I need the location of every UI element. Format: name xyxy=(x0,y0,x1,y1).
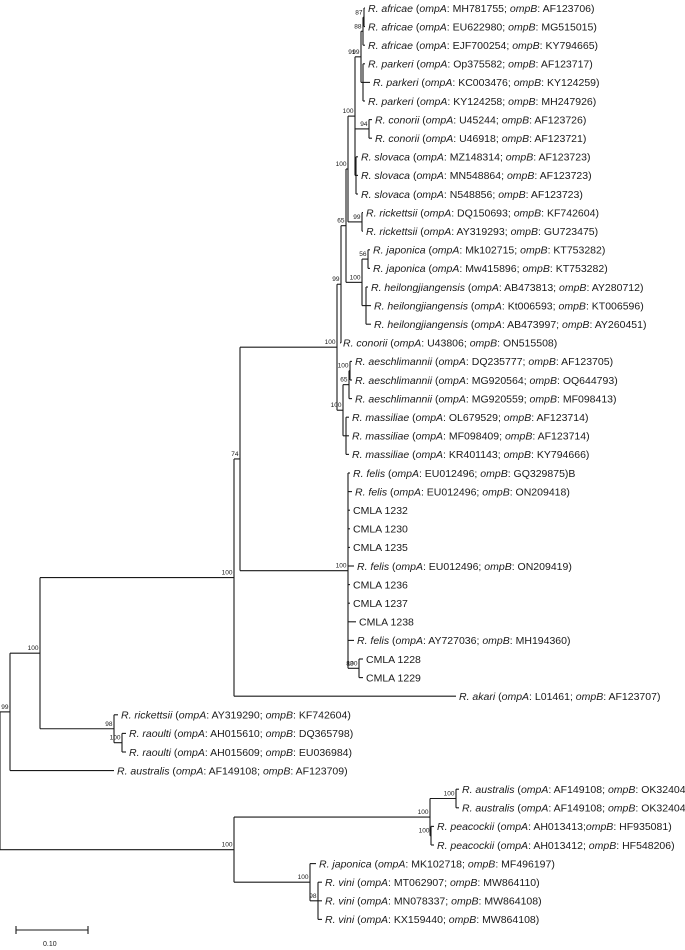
leaf-label: R. felis (ompA: AY727036; ompB: MH194360… xyxy=(357,635,570,647)
leaf-label: R. vini (ompA: MN078337; ompB: MW864108) xyxy=(325,896,542,908)
leaf-label: CMLA 1230 xyxy=(353,524,408,536)
bootstrap-value: 100 xyxy=(331,402,342,409)
leaf-label: R. slovaca (ompA: N548856; ompB: AF12372… xyxy=(361,189,583,201)
leaf-label: R. parkeri (ompA: KC003476; ompB: KY1242… xyxy=(373,77,600,89)
leaf-label: R. rickettsii (ompA: AY319290; ompB: KF7… xyxy=(121,710,351,722)
bootstrap-value: 83 xyxy=(346,660,354,667)
bootstrap-value: 100 xyxy=(350,274,361,281)
bootstrap-value: 100 xyxy=(336,161,347,168)
leaf-label: R. heilongjiangensis (ompA: AB473813; om… xyxy=(371,282,643,294)
leaf-label: R. felis (ompA: EU012496; ompB: ON209419… xyxy=(357,561,572,573)
bootstrap-value: 99 xyxy=(353,214,361,221)
leaf-label: R. rickettsii (ompA: DQ150693; ompB: KF7… xyxy=(366,207,599,219)
leaf-label: R. raoulti (ompA: AH015610; ompB: DQ3657… xyxy=(129,728,353,740)
bootstrap-value: 100 xyxy=(28,645,39,652)
bootstrap-value: 99 xyxy=(1,704,9,711)
leaf-label: R. slovaca (ompA: MZ148314; ompB: AF1237… xyxy=(361,152,590,164)
leaf-label: R. akari (ompA: L01461; ompB: AF123707) xyxy=(459,691,660,703)
bootstrap-value: 65 xyxy=(337,218,345,225)
leaf-label: R. conorii (ompA: U46918; ompB: AF123721… xyxy=(375,133,586,145)
bootstrap-value: 100 xyxy=(222,842,233,849)
leaf-label: R. australis (ompA: AF149108; ompB: OK32… xyxy=(462,803,685,815)
leaf-label: R. massiliae (ompA: OL679529; ompB: AF12… xyxy=(352,412,588,424)
leaf-label: R. peacockii (ompA: AH013412; ompB: HF54… xyxy=(437,840,675,852)
leaf-label: R. australis (ompA: AF149108; ompB: OK32… xyxy=(462,784,685,796)
bootstrap-value: 100 xyxy=(444,791,455,798)
leaf-label: CMLA 1229 xyxy=(366,672,421,684)
scale-bar: 0.10 xyxy=(15,926,89,948)
leaf-label: CMLA 1235 xyxy=(353,542,408,554)
leaf-label: R. raoulti (ompA: AH015609; ompB: EU0369… xyxy=(129,747,352,759)
bootstrap-value: 100 xyxy=(419,828,430,835)
bootstrap-value: 91 xyxy=(348,49,356,56)
bootstrap-value: 98 xyxy=(309,893,317,900)
leaf-label: R. felis (ompA: EU012496; ompB: ON209418… xyxy=(355,486,570,498)
bootstrap-value: 100 xyxy=(222,570,233,577)
leaf-label: CMLA 1232 xyxy=(353,505,408,517)
bootstrap-value: 100 xyxy=(336,563,347,570)
leaf-label: R. parkeri (ompA: KY124258; ompB: MH2479… xyxy=(368,96,596,108)
bootstrap-value: 100 xyxy=(343,108,354,115)
leaf-labels: R. africae (ompA: MH781755; ompB: AF1237… xyxy=(117,3,685,926)
leaf-label: R. vini (ompA: KX159440; ompB: MW864108) xyxy=(325,914,539,926)
bootstrap-labels: 8788999194100991005610065991006510010010… xyxy=(1,9,455,900)
leaf-label: R. parkeri (ompA: Op375582; ompB: AF1237… xyxy=(368,59,593,71)
bootstrap-value: 100 xyxy=(110,735,121,742)
leaf-label: R. conorii (ompA: U45244; ompB: AF123726… xyxy=(375,114,586,126)
leaf-label: R. vini (ompA: MT062907; ompB: MW864110) xyxy=(325,877,540,889)
bootstrap-value: 100 xyxy=(338,363,349,370)
leaf-label: R. massiliae (ompA: MF098409; ompB: AF12… xyxy=(352,431,590,443)
leaf-label: R. africae (ompA: EU622980; ompB: MG5150… xyxy=(368,21,597,33)
bootstrap-value: 100 xyxy=(347,660,358,667)
leaf-label: CMLA 1238 xyxy=(359,617,414,629)
leaf-label: R. aeschlimannii (ompA: MG920559; ompB: … xyxy=(355,393,617,405)
leaf-label: R. felis (ompA: EU012496; ompB: GQ329875… xyxy=(353,468,575,480)
bootstrap-value: 56 xyxy=(359,251,367,258)
leaf-label: R. aeschlimannii (ompA: MG920564; ompB: … xyxy=(355,375,618,387)
bootstrap-value: 88 xyxy=(354,23,362,30)
bootstrap-value: 98 xyxy=(105,721,113,728)
leaf-label: CMLA 1237 xyxy=(353,598,408,610)
leaf-label: R. heilongjiangensis (ompA: AB473997; om… xyxy=(374,319,646,331)
bootstrap-value: 99 xyxy=(352,49,360,56)
leaf-label: R. japonica (ompA: Mk102715; ompB: KT753… xyxy=(373,245,605,257)
leaf-label: R. africae (ompA: MH781755; ompB: AF1237… xyxy=(368,3,595,15)
leaf-label: CMLA 1236 xyxy=(353,579,408,591)
scale-bar-label: 0.10 xyxy=(43,941,57,948)
leaf-label: R. massiliae (ompA: KR401143; ompB: KY79… xyxy=(352,449,589,461)
leaf-label: R. africae (ompA: EJF700254; ompB: KY794… xyxy=(368,40,598,52)
bootstrap-value: 100 xyxy=(418,809,429,816)
tree-branches xyxy=(0,7,459,920)
bootstrap-value: 94 xyxy=(360,121,368,128)
bootstrap-value: 100 xyxy=(325,339,336,346)
bootstrap-value: 99 xyxy=(332,276,340,283)
bootstrap-value: 74 xyxy=(231,451,239,458)
leaf-label: R. rickettsii (ompA: AY319293; ompB: GU7… xyxy=(366,226,598,238)
leaf-label: R. japonica (ompA: MK102718; ompB: MF496… xyxy=(319,858,555,870)
leaf-label: R. aeschlimannii (ompA: DQ235777; ompB: … xyxy=(355,356,613,368)
leaf-label: R. japonica (ompA: Mw415896; ompB: KT753… xyxy=(373,263,608,275)
bootstrap-value: 87 xyxy=(355,9,363,16)
leaf-label: R. heilongjiangensis (ompA: Kt006593; om… xyxy=(374,300,644,312)
bootstrap-value: 100 xyxy=(298,874,309,881)
bootstrap-value: 65 xyxy=(340,377,348,384)
leaf-label: R. slovaca (ompA: MN548864; ompB: AF1237… xyxy=(361,170,592,182)
leaf-label: CMLA 1228 xyxy=(366,654,421,666)
leaf-label: R. australis (ompA: AF149108; ompB: AF12… xyxy=(117,765,348,777)
leaf-label: R. peacockii (ompA: AH013413;ompB: HF935… xyxy=(437,821,672,833)
leaf-label: R. conorii (ompA: U43806; ompB: ON515508… xyxy=(343,338,557,350)
